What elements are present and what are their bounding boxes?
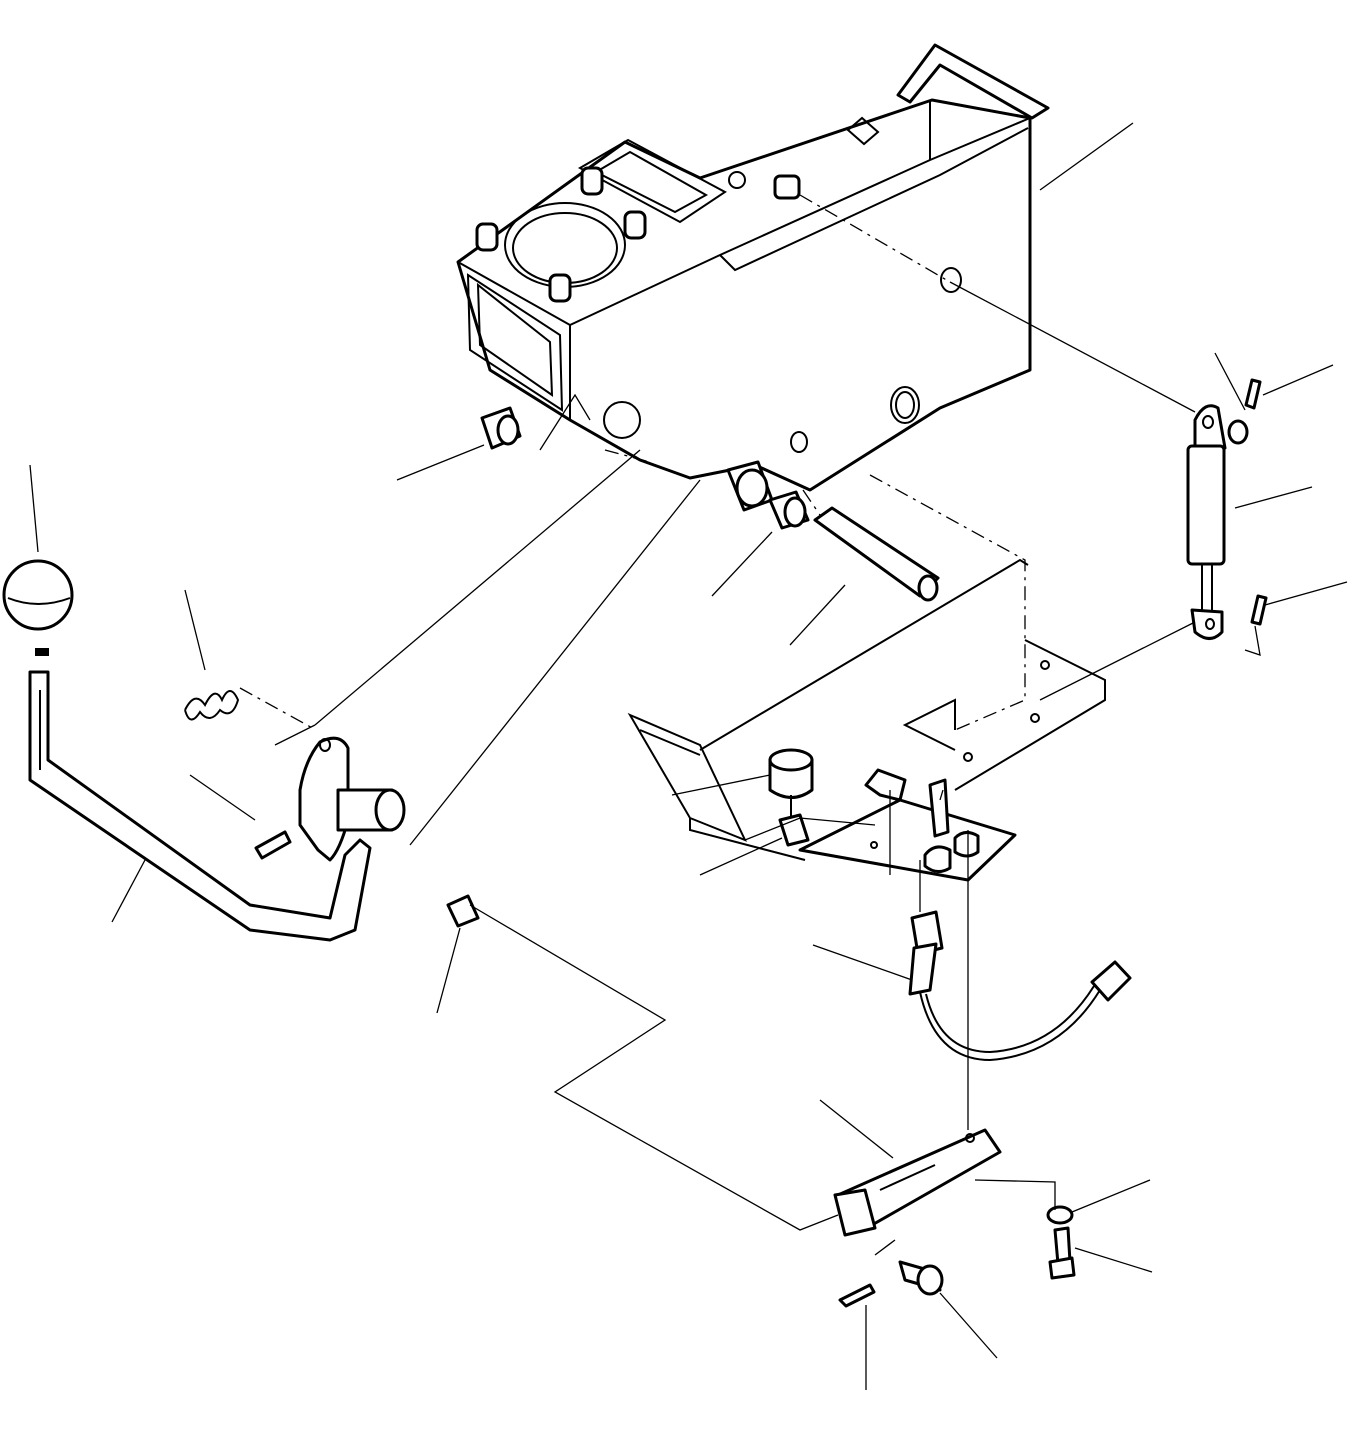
console-housing [456,43,1050,492]
pivot-pin [813,506,940,602]
lever-knob [2,559,74,631]
lever-bracket [254,736,406,862]
return-spring [184,690,240,721]
small-bushing [446,894,480,928]
bushings [480,401,810,530]
mounting-plate [627,474,1106,882]
shift-lever [28,648,372,942]
clevis-pin-and-cotter [838,1260,944,1308]
link-plate [833,1128,1002,1237]
assembly-lines [239,194,1261,1256]
sensor-with-cable [908,910,1132,1062]
bolt-and-washer [1046,1205,1076,1280]
leader-lines [29,122,1348,1390]
gas-spring [1186,378,1268,640]
stopper [768,748,814,847]
